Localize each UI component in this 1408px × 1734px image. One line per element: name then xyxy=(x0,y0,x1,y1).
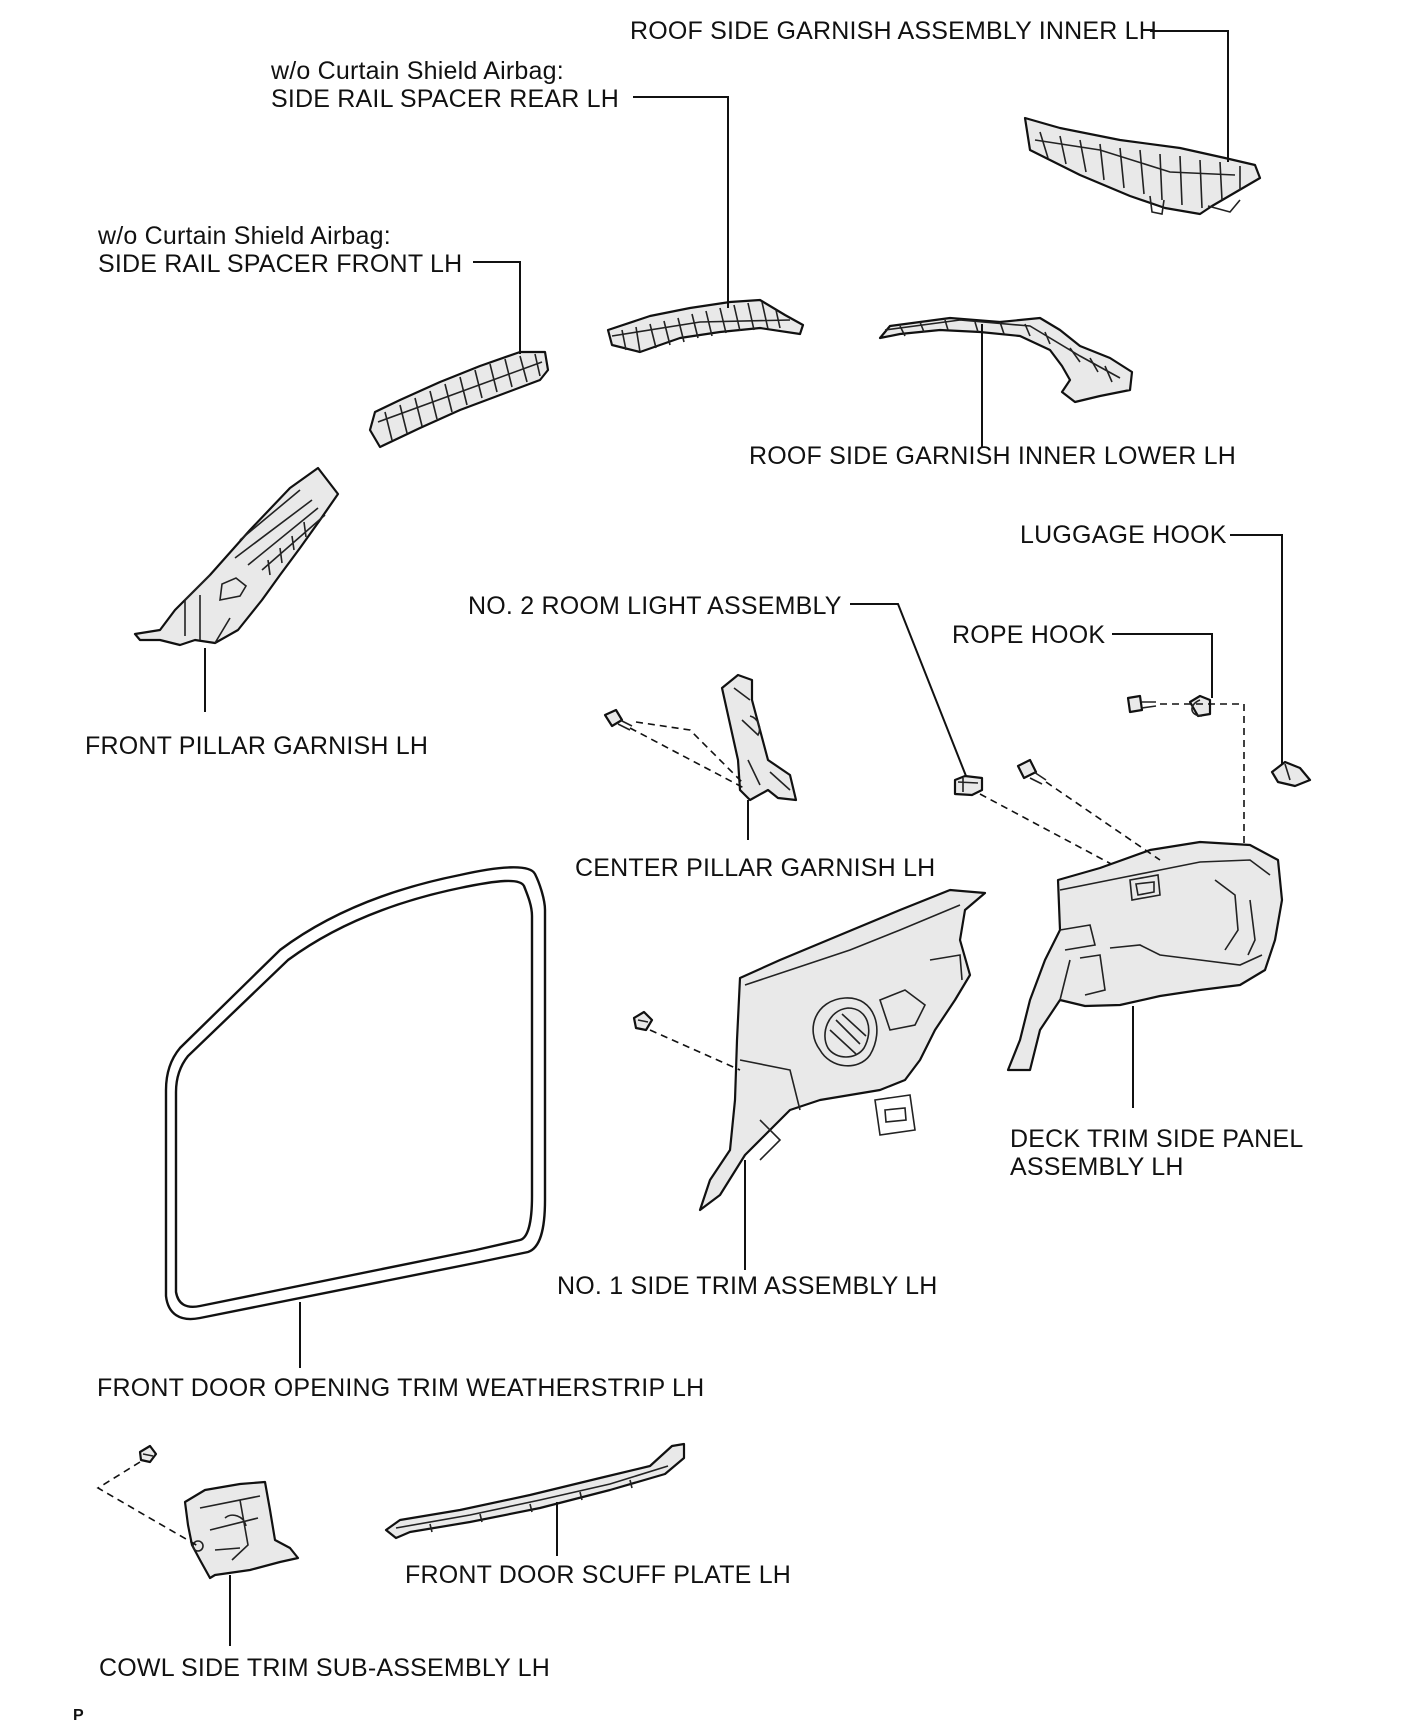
side-rail-spacer-rear-part xyxy=(606,298,805,354)
rope-hook-bolt xyxy=(1126,694,1157,714)
label-front-door-scuff-plate: FRONT DOOR SCUFF PLATE LH xyxy=(405,1561,792,1589)
roof-side-garnish-inner-lower-part xyxy=(878,316,1134,404)
rope-hook-part xyxy=(1188,694,1212,718)
roof-side-garnish-assembly-inner-part xyxy=(1023,116,1262,216)
label-side-rail-spacer-front: SIDE RAIL SPACER FRONT LH xyxy=(98,250,463,278)
no1-side-trim-dash xyxy=(649,1029,741,1071)
cowl-side-clip xyxy=(138,1444,158,1464)
label-side-rail-spacer-rear: SIDE RAIL SPACER REAR LH xyxy=(271,85,619,113)
side-rail-spacer-rear-leader xyxy=(633,96,729,308)
label-front-pillar-garnish: FRONT PILLAR GARNISH LH xyxy=(85,732,429,760)
label-rope-hook: ROPE HOOK xyxy=(952,621,1106,649)
deck-trim-side-panel-part xyxy=(1006,840,1284,1072)
label-deck-trim-side-panel-line1: DECK TRIM SIDE PANEL xyxy=(1010,1125,1304,1153)
label-cowl-side-trim: COWL SIDE TRIM SUB-ASSEMBLY LH xyxy=(99,1654,551,1682)
label-no2-room-light: NO. 2 ROOM LIGHT ASSEMBLY xyxy=(468,592,842,620)
label-center-pillar-garnish: CENTER PILLAR GARNISH LH xyxy=(575,854,936,882)
luggage-hook-part xyxy=(1270,760,1312,788)
corner-mark: P xyxy=(73,1707,84,1724)
label-side-rail-spacer-rear-condition: w/o Curtain Shield Airbag: xyxy=(271,57,564,85)
label-no1-side-trim: NO. 1 SIDE TRIM ASSEMBLY LH xyxy=(557,1272,938,1300)
cowl-side-trim-part xyxy=(183,1480,300,1580)
label-front-door-opening-weatherstrip: FRONT DOOR OPENING TRIM WEATHERSTRIP LH xyxy=(97,1374,705,1402)
luggage-hook-leader xyxy=(1230,534,1283,764)
center-pillar-dash xyxy=(629,721,745,789)
no2-room-light-dash xyxy=(979,793,1116,867)
label-deck-trim-side-panel-line2: ASSEMBLY LH xyxy=(1010,1153,1184,1181)
label-luggage-hook: LUGGAGE HOOK xyxy=(1020,521,1227,549)
front-pillar-garnish-part xyxy=(133,466,340,647)
no1-side-trim-part xyxy=(698,888,987,1212)
cowl-side-dash xyxy=(96,1461,199,1547)
label-side-rail-spacer-front-condition: w/o Curtain Shield Airbag: xyxy=(98,222,391,250)
deck-trim-bolt-dash xyxy=(1045,781,1161,861)
center-pillar-garnish-part xyxy=(720,673,798,802)
side-rail-spacer-front-leader xyxy=(473,261,521,354)
no1-side-trim-clip xyxy=(632,1010,654,1032)
deck-trim-bolt xyxy=(1016,758,1047,785)
side-rail-spacer-front-part xyxy=(368,350,550,449)
label-roof-side-garnish-inner-lower: ROOF SIDE GARNISH INNER LOWER LH xyxy=(749,442,1237,470)
no2-room-light-leader xyxy=(850,603,967,777)
front-door-opening-weatherstrip-part xyxy=(164,866,547,1321)
center-pillar-bolt xyxy=(603,708,633,731)
rope-hook-dash xyxy=(1160,703,1245,870)
no2-room-light-part xyxy=(953,774,984,797)
label-roof-side-garnish-assembly-inner: ROOF SIDE GARNISH ASSEMBLY INNER LH xyxy=(630,17,1158,45)
front-door-scuff-plate-part xyxy=(384,1442,686,1540)
rope-hook-leader xyxy=(1112,633,1213,698)
roof-side-garnish-assembly-inner-leader xyxy=(1150,30,1229,162)
